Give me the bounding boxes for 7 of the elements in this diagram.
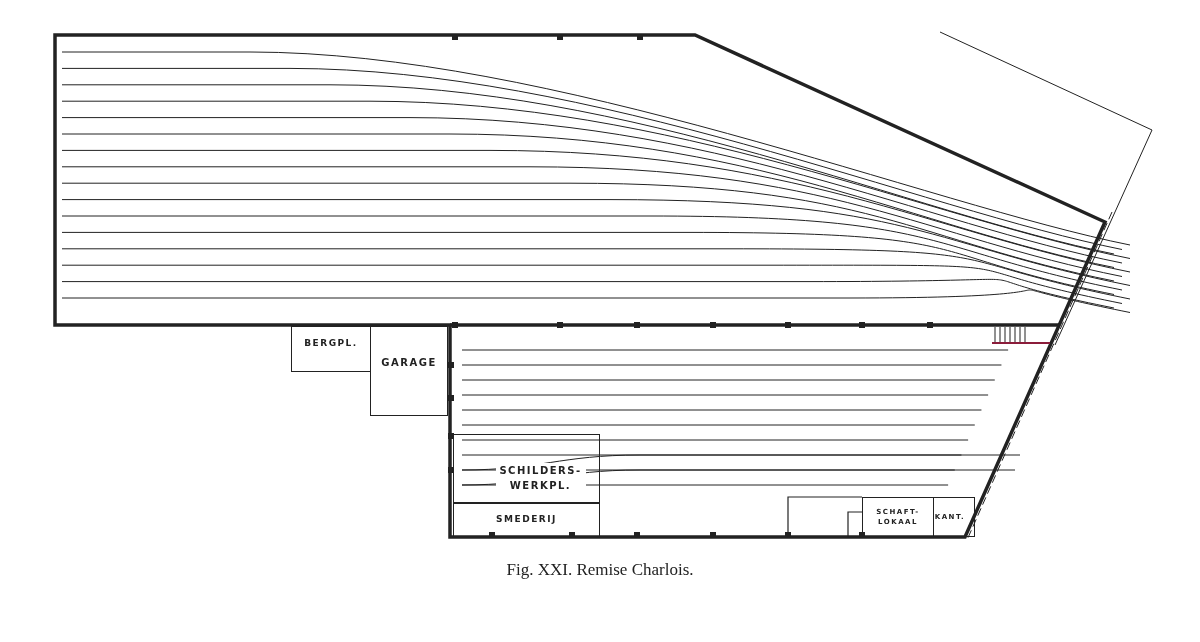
figure-caption: Fig. XXI. Remise Charlois. <box>505 560 695 580</box>
room-box <box>370 326 448 416</box>
room-box <box>453 434 600 503</box>
room-box <box>291 326 371 372</box>
room-box <box>453 503 600 537</box>
room-label: SMEDERIJ <box>496 513 557 527</box>
room-box <box>933 497 975 537</box>
